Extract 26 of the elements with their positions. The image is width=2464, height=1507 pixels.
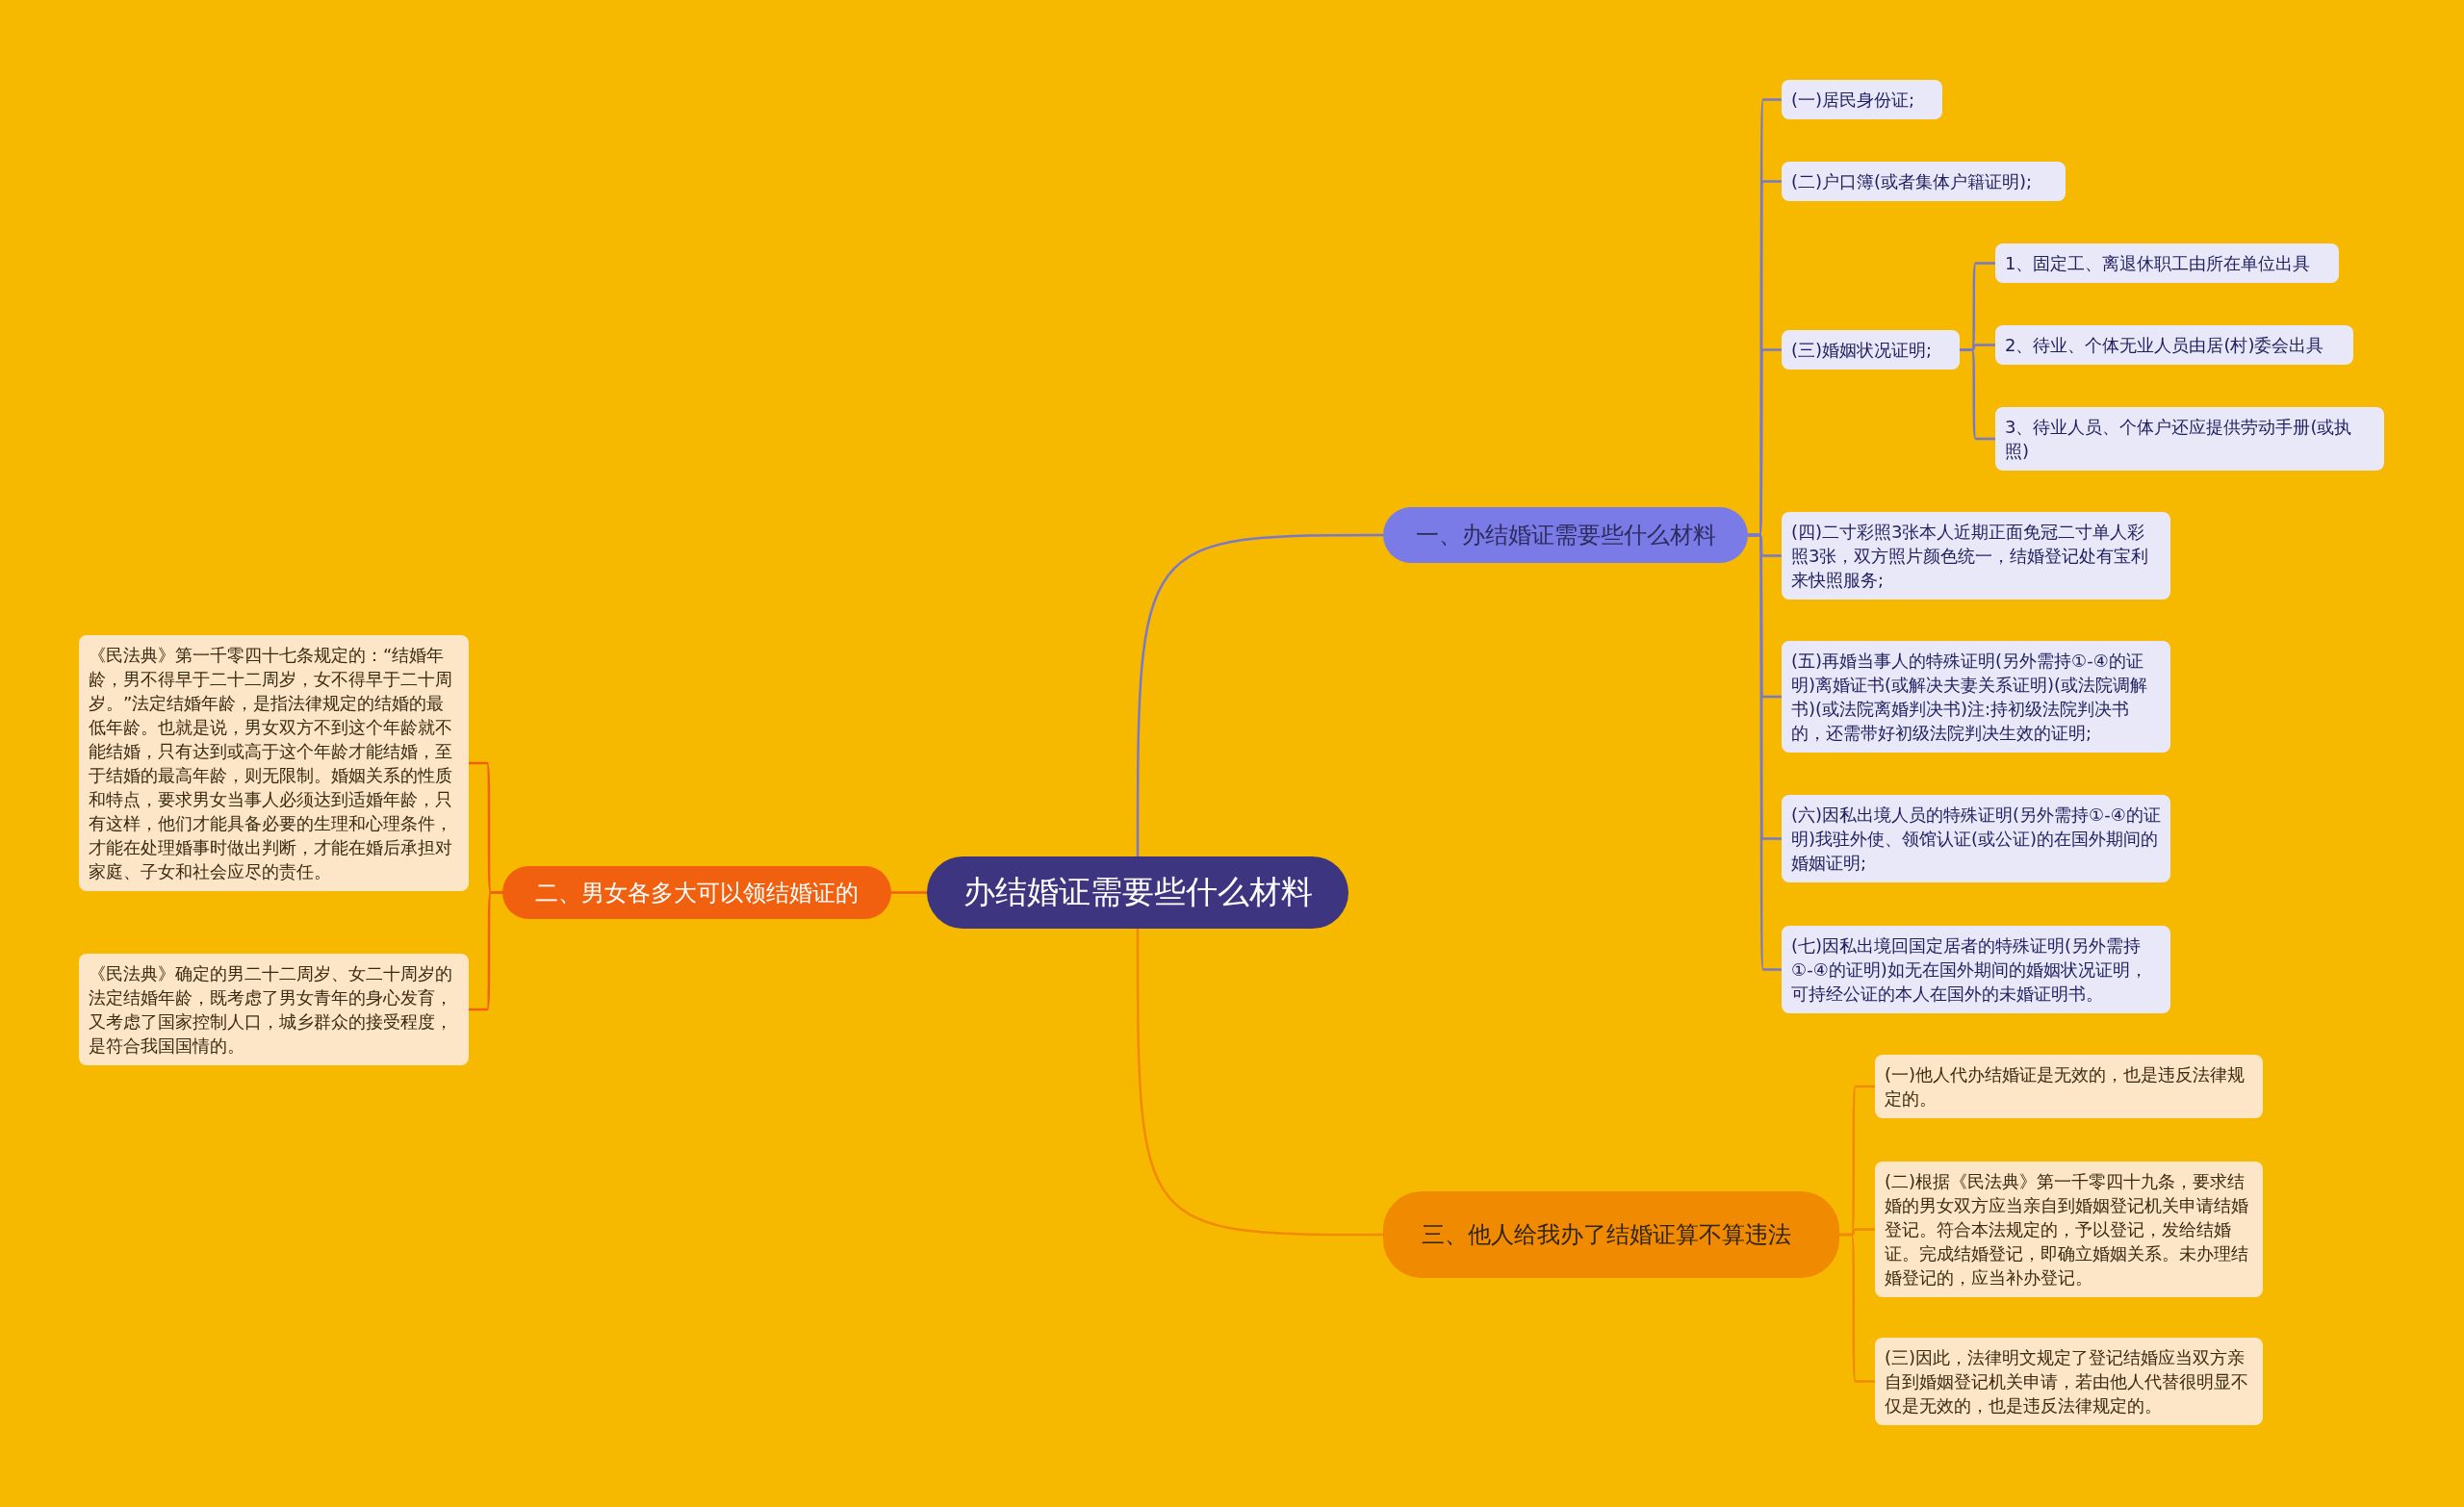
branch-topic: 一、办结婚证需要些什么材料: [1383, 507, 1748, 563]
subtopic-card: (二)户口簿(或者集体户籍证明);: [1782, 162, 2066, 201]
subtopic-card: (七)因私出境回国定居者的特殊证明(另外需持①-④的证明)如无在国外期间的婚姻状况证明，可持经公证的本人在国外的未婚证明书。: [1782, 926, 2170, 1013]
subtopic-card: 《民法典》第一千零四十七条规定的：“结婚年龄，男不得早于二十二周岁，女不得早于二十周岁。”法定结婚年龄，是指法律规定的结婚的最低年龄。也就是说，男女双方不到这个年龄就不能结婚，只有达到或高于这个年龄才能结婚，至于结婚的最高年龄，则无限制。婚姻关系的性质和特点，要求男女当事人必须达到适婚年龄，只有这样，他们才能具备必要的生理和心理条件，才能在处理婚事时做出判断，才能在婚后承担对家庭、子女和社会应尽的责任。: [79, 635, 469, 891]
subtopic-card: 3、待业人员、个体户还应提供劳动手册(或执照): [1995, 407, 2384, 471]
subtopic-card: (三)因此，法律明文规定了登记结婚应当双方亲自到婚姻登记机关申请，若由他人代替很明显不仅是无效的，也是违反法律规定的。: [1875, 1338, 2263, 1425]
subtopic-card: (四)二寸彩照3张本人近期正面免冠二寸单人彩照3张，双方照片颜色统一，结婚登记处有宝利来快照服务;: [1782, 512, 2170, 600]
connector-line: [1839, 1233, 1875, 1383]
connector-line: [1748, 533, 1782, 971]
subtopic-card: (二)根据《民法典》第一千零四十九条，要求结婚的男女双方应当亲自到婚姻登记机关申请结婚登记。符合本法规定的，予以登记，发给结婚证。完成结婚登记，即确立婚姻关系。未办理结婚登记的，应当补办登记。: [1875, 1162, 2263, 1297]
connector-line: [469, 891, 502, 1011]
subtopic-card: (三)婚姻状况证明;: [1782, 330, 1960, 370]
branch-topic: 二、男女各多大可以领结婚证的: [502, 866, 891, 919]
connector-line: [1136, 929, 1383, 1237]
branch-topic: 三、他人给我办了结婚证算不算违法: [1383, 1191, 1839, 1278]
subtopic-card: 《民法典》确定的男二十二周岁、女二十周岁的法定结婚年龄，既考虑了男女青年的身心发育，又考虑了国家控制人口，城乡群众的接受程度，是符合我国国情的。: [79, 954, 469, 1065]
subtopic-card: (一)居民身份证;: [1782, 80, 1942, 119]
subtopic-card: (五)再婚当事人的特殊证明(另外需持①-④的证明)离婚证书(或解决夫妻关系证明)(或法院调解书)(或法院离婚判决书)注:持初级法院判决书的，还需带好初级法院判决生效的证明;: [1782, 641, 2170, 753]
central-topic: 办结婚证需要些什么材料: [927, 856, 1348, 929]
subtopic-card: (六)因私出境人员的特殊证明(另外需持①-④的证明)我驻外使、领馆认证(或公证)的在国外期间的婚姻证明;: [1782, 795, 2170, 882]
connector-line: [1960, 348, 1995, 441]
connector-line: [891, 891, 927, 894]
subtopic-card: 1、固定工、离退休职工由所在单位出具: [1995, 243, 2339, 283]
connector-line: [1136, 533, 1383, 856]
subtopic-card: 2、待业、个体无业人员由居(村)委会出具: [1995, 325, 2353, 365]
subtopic-card: (一)他人代办结婚证是无效的，也是违反法律规定的。: [1875, 1055, 2263, 1118]
